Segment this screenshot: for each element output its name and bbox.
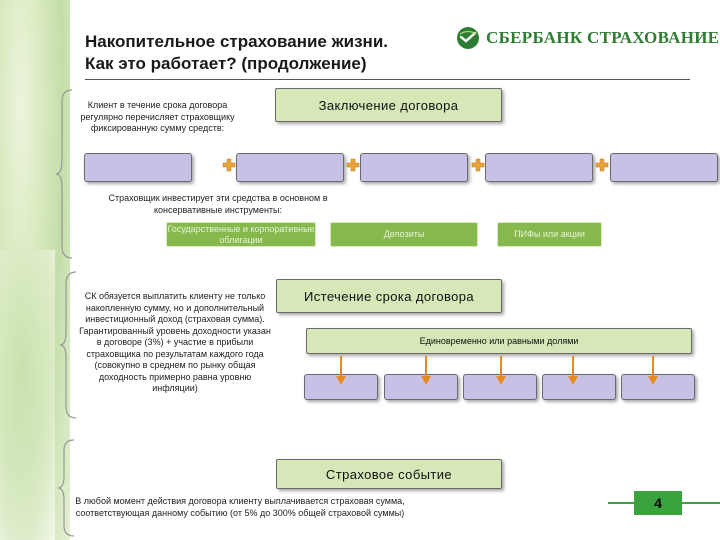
plus-icon — [471, 158, 485, 172]
arrow-down-icon — [648, 356, 658, 385]
section3-brace — [58, 439, 75, 537]
arrow-down-icon — [496, 356, 506, 385]
section1-brace — [56, 89, 73, 259]
payout-box-3 — [463, 374, 537, 400]
sberbank-logo-icon — [457, 27, 479, 49]
payment-box-1 — [84, 153, 192, 182]
instrument-funds-stocks: ПИФы или акции — [497, 222, 602, 247]
payment-box-2 — [236, 153, 344, 182]
section2-brace — [60, 271, 77, 419]
section3-description: В любой момент действия договора клиенту… — [75, 496, 405, 518]
investment-description: Страховщик инвестирует эти средства в ос… — [108, 193, 328, 215]
instrument-bonds: Государственные и корпоративные облигаци… — [166, 222, 316, 247]
logo: СБЕРБАНК СТРАХОВАНИЕ — [456, 26, 719, 50]
payment-box-4 — [485, 153, 593, 182]
section2-description: СК обязуется выплатить клиенту не только… — [79, 291, 271, 393]
payment-box-5 — [610, 153, 718, 182]
payout-box-2 — [384, 374, 458, 400]
title-line-2: Как это работает? (продолжение) — [85, 54, 367, 73]
plus-icon — [222, 158, 236, 172]
payout-option-bar: Единовременно или равными долями — [306, 328, 692, 354]
section1-description: Клиент в течение срока договора регулярн… — [80, 100, 235, 133]
arrow-down-icon — [568, 356, 578, 385]
plus-icon — [595, 158, 609, 172]
page-number: 4 — [634, 491, 682, 515]
background-decoration-lower — [0, 250, 55, 540]
insured-event-header: Страховое событие — [276, 459, 502, 489]
payout-box-5 — [621, 374, 695, 400]
payout-box-4 — [542, 374, 616, 400]
arrow-down-icon — [421, 356, 431, 385]
page-title: Накопительное страхование жизни. Как это… — [85, 31, 388, 75]
logo-text: СБЕРБАНК СТРАХОВАНИЕ — [486, 28, 720, 47]
plus-icon — [346, 158, 360, 172]
arrow-down-icon — [336, 356, 346, 385]
title-divider — [85, 79, 690, 80]
instrument-deposits: Депозиты — [330, 222, 478, 247]
payment-box-3 — [360, 153, 468, 182]
title-line-1: Накопительное страхование жизни. — [85, 32, 388, 51]
contract-signing-header: Заключение договора — [275, 88, 502, 122]
contract-expiry-header: Истечение срока договора — [276, 279, 502, 313]
